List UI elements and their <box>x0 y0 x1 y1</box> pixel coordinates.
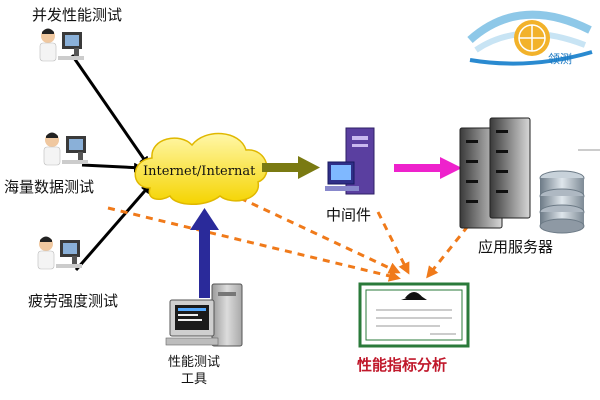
label-massive-data-test: 海量数据测试 <box>4 178 95 196</box>
label-middleware: 中间件 <box>326 206 372 224</box>
tester-concurrency <box>39 28 84 62</box>
dash-middleware-to-analysis <box>376 211 410 275</box>
arrow-massive-to-cloud <box>81 162 144 173</box>
dash-massive-to-analysis <box>107 206 401 282</box>
label-perf-tool: 性能测试工具 <box>167 355 220 387</box>
arrow-fatigue-to-cloud <box>74 183 152 271</box>
analysis-certificate-icon <box>358 282 470 348</box>
label-concurrency-test: 并发性能测试 <box>32 6 123 24</box>
arrow-middleware-to-server <box>394 157 462 179</box>
dash-cloud-to-analysis <box>239 196 401 274</box>
database-icon <box>539 170 585 234</box>
company-logo <box>467 10 593 66</box>
perf-tool-computer-icon <box>165 283 243 347</box>
tester-massive-data <box>43 132 88 166</box>
label-cloud: Internet/Internat <box>143 164 256 179</box>
middleware-computer-icon <box>325 127 375 195</box>
dash-server-to-analysis <box>426 225 470 279</box>
arrow-tool-to-cloud <box>190 208 219 298</box>
app-server-icon <box>459 117 531 229</box>
arrow-concurrency-to-cloud <box>70 54 150 167</box>
label-fatigue-test: 疲劳强度测试 <box>28 292 119 310</box>
tester-fatigue <box>37 236 82 270</box>
internet-cloud <box>134 132 268 205</box>
arrow-cloud-to-middleware <box>262 156 320 179</box>
logo-text: 领测 <box>548 52 573 66</box>
label-perf-analysis: 性能指标分析 <box>357 356 448 374</box>
label-app-server: 应用服务器 <box>478 238 554 256</box>
